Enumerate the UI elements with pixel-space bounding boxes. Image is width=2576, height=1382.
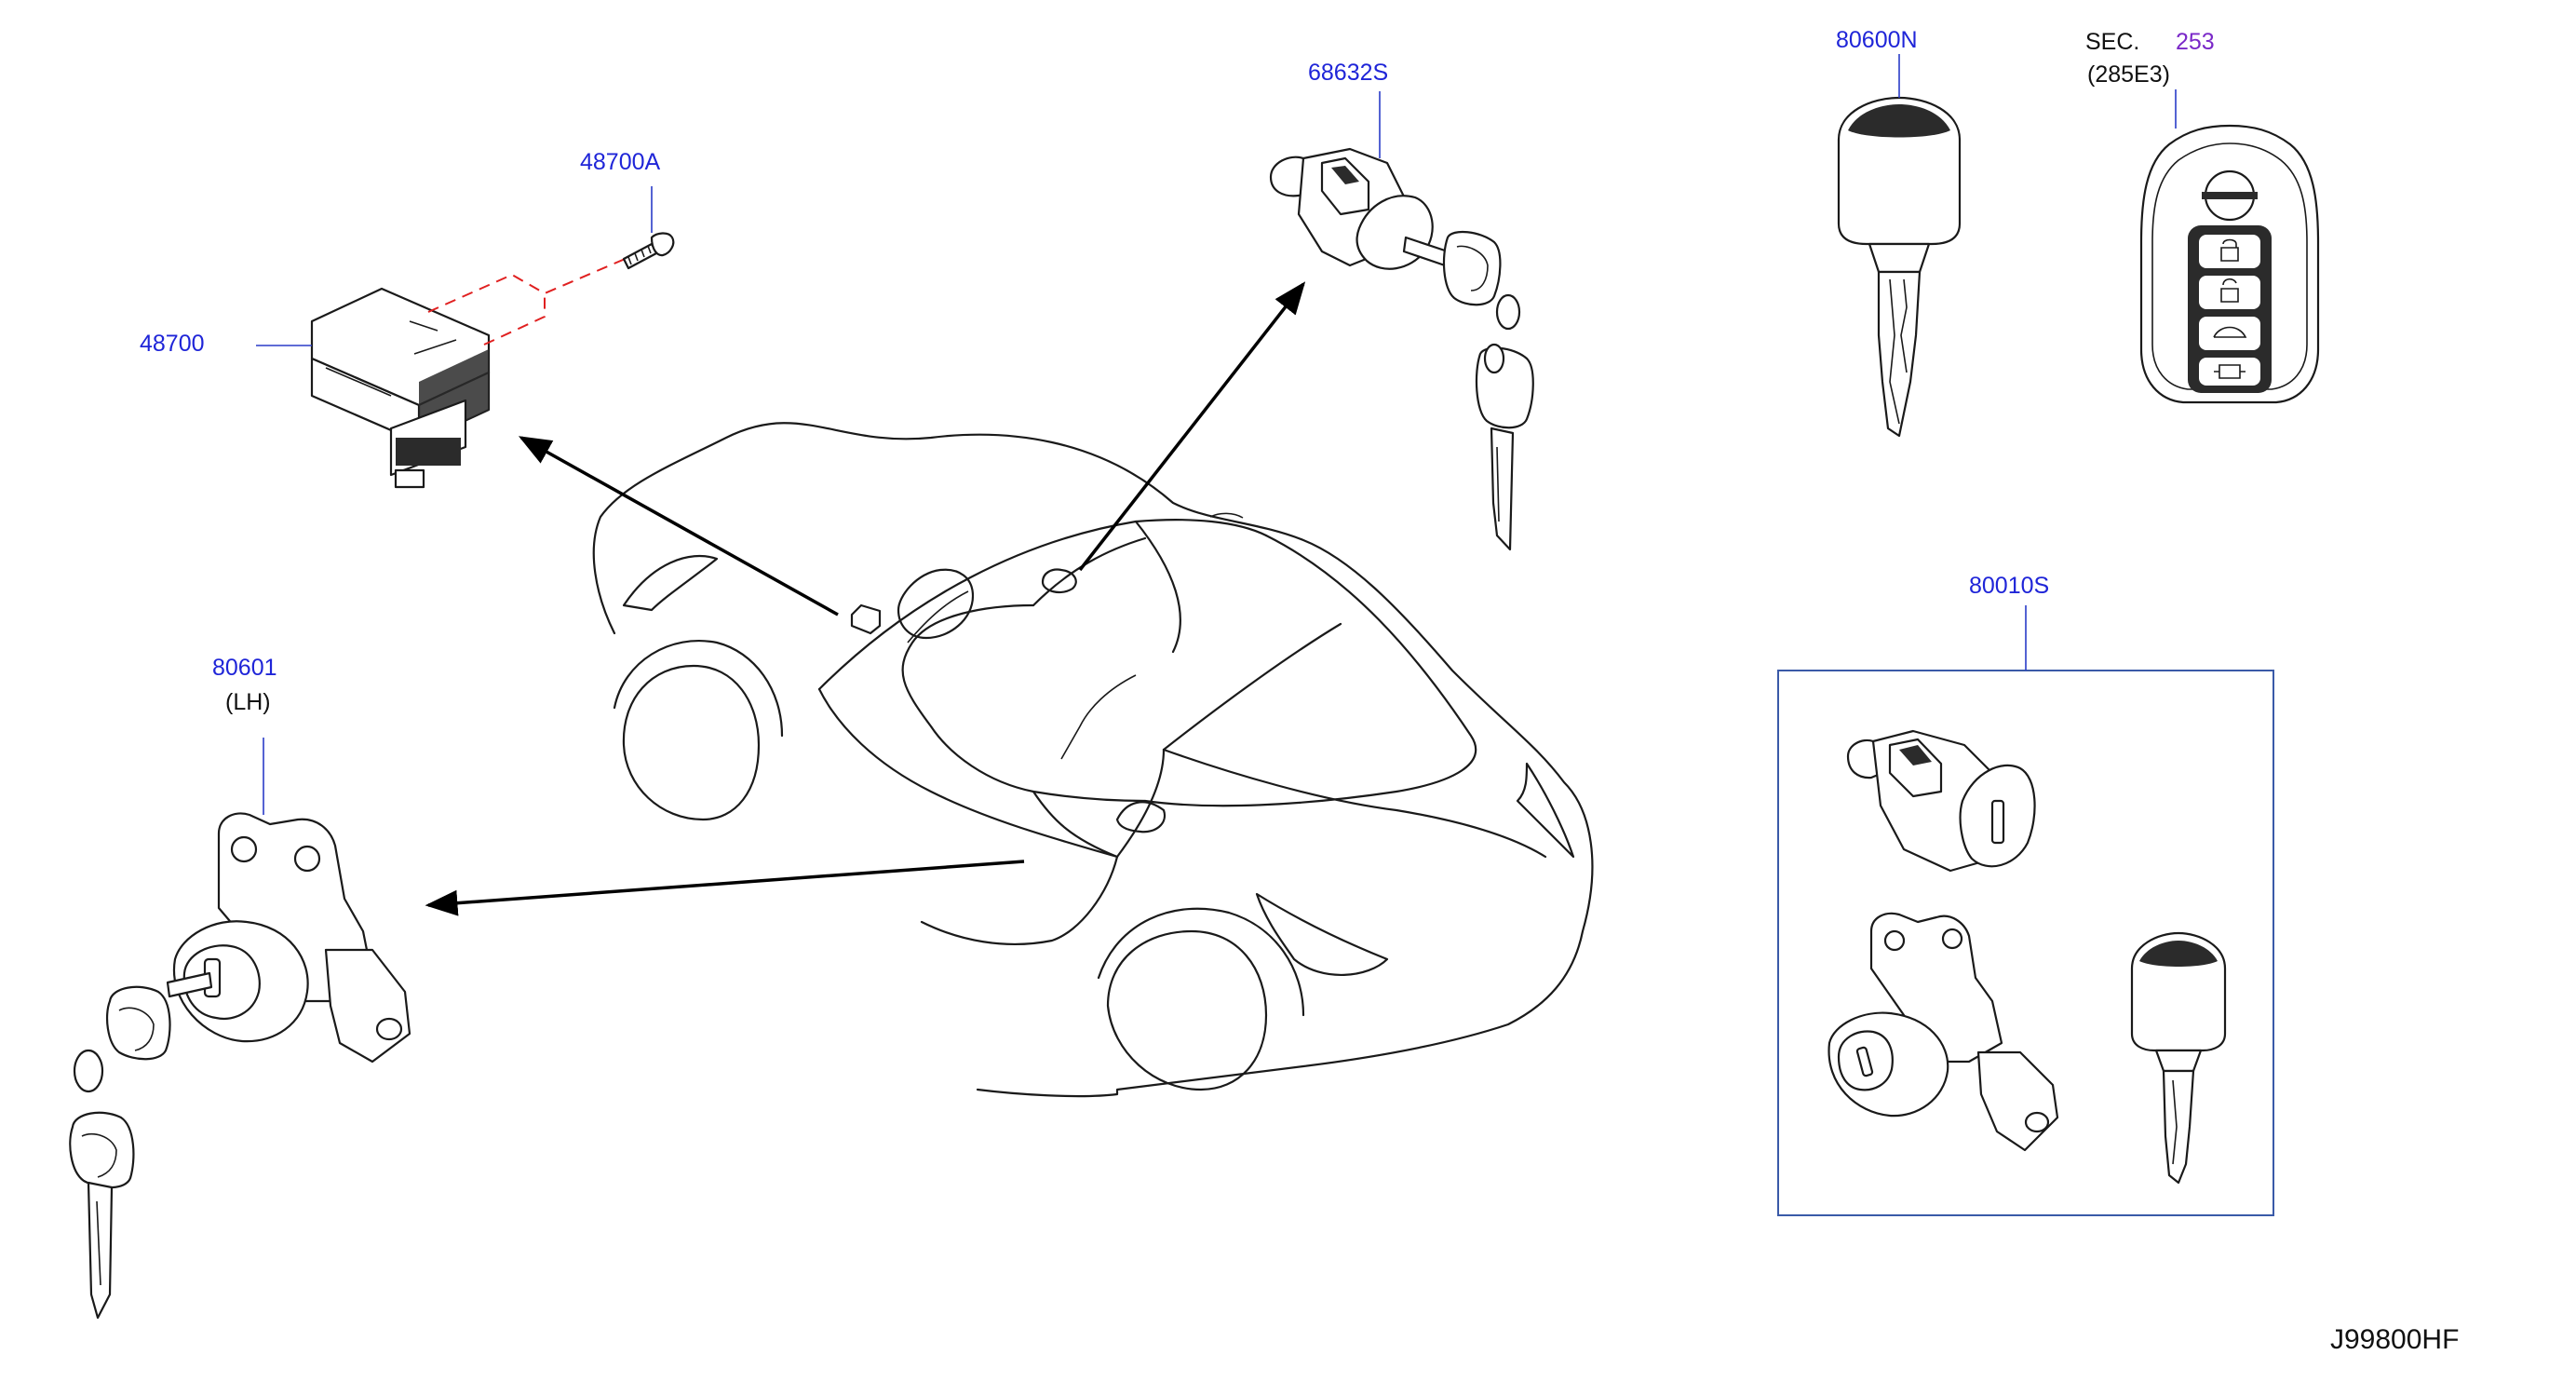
key-icon <box>1837 96 1962 438</box>
diagram-id: J99800HF <box>2330 1324 2460 1355</box>
door-lock-icon <box>69 812 411 1320</box>
callout-arrows <box>425 281 1306 916</box>
part-side-lh: (LH) <box>225 689 271 715</box>
bolt-icon <box>622 232 675 270</box>
part-label-80010s[interactable]: 80010S <box>1969 573 2050 599</box>
cylinder-lock-icon <box>1269 147 1534 551</box>
car-outline-icon <box>592 422 1594 1098</box>
part-label-68632s[interactable]: 68632S <box>1308 60 1389 86</box>
section-subref: (285E3) <box>2087 61 2170 88</box>
kit-cylinder-lock-icon <box>1846 729 2036 873</box>
section-prefix: SEC. <box>2085 29 2140 55</box>
leader-lines <box>256 54 2177 815</box>
part-label-80600n[interactable]: 80600N <box>1836 27 1918 53</box>
kit-door-lock-icon <box>1827 912 2059 1152</box>
part-label-48700a[interactable]: 48700A <box>580 149 661 175</box>
smart-key-fob-icon <box>2139 124 2320 404</box>
part-label-48700[interactable]: 48700 <box>140 331 205 357</box>
part-label-80601[interactable]: 80601 <box>212 655 277 681</box>
ignition-switch-icon <box>310 287 491 489</box>
section-link-253[interactable]: 253 <box>2176 29 2215 55</box>
kit-key-icon <box>2130 931 2227 1185</box>
